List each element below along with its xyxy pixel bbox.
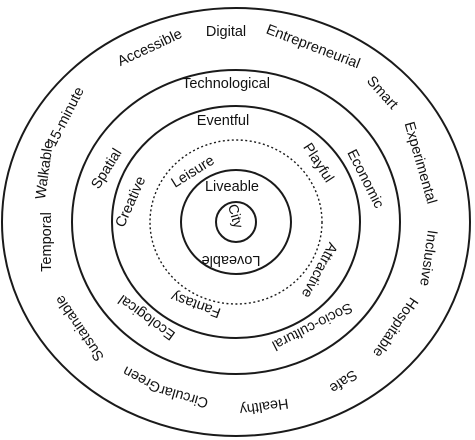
label-eventful: Eventful <box>197 113 249 129</box>
outer-ring <box>1 7 471 437</box>
label-liveable: Liveable <box>205 179 259 195</box>
label-entrepreneurial: Entrepreneurial <box>264 22 362 72</box>
label-healthy: Healthy <box>238 395 290 418</box>
ring-2-dotted <box>149 139 323 305</box>
core-ring <box>215 201 257 243</box>
label-loveable: Loveable <box>202 252 261 268</box>
label-sustainable: Sustainable <box>52 292 108 364</box>
label-inclusive: Inclusive <box>416 229 440 287</box>
label-attractive: Attractive <box>298 240 341 301</box>
ring-4 <box>71 69 401 375</box>
label-temporal: Temporal <box>39 212 55 272</box>
label-hospitable: Hospitable <box>369 294 421 360</box>
label-15-minute: 15-minute <box>44 85 88 150</box>
label-creative: Creative <box>113 174 150 230</box>
rings <box>1 7 471 437</box>
label-fantasy: Fantasy <box>168 287 223 320</box>
ring-1 <box>180 169 292 275</box>
ring-3 <box>111 105 361 339</box>
label-digital: Digital <box>206 24 246 40</box>
label-walkable: Walkable <box>33 140 57 201</box>
label-experimental: Experimental <box>401 120 440 206</box>
label-safe: Safe <box>326 366 360 396</box>
label-spatial: Spatial <box>88 146 125 192</box>
label-green: Green <box>120 362 163 395</box>
label-circular: Circular <box>158 381 211 410</box>
label-technological: Technological <box>182 76 270 92</box>
label-socio-cultural: Socio-cultural <box>269 299 355 353</box>
label-economic: Economic <box>343 147 386 211</box>
core-label: City <box>225 202 247 229</box>
label-smart: Smart <box>363 73 401 112</box>
